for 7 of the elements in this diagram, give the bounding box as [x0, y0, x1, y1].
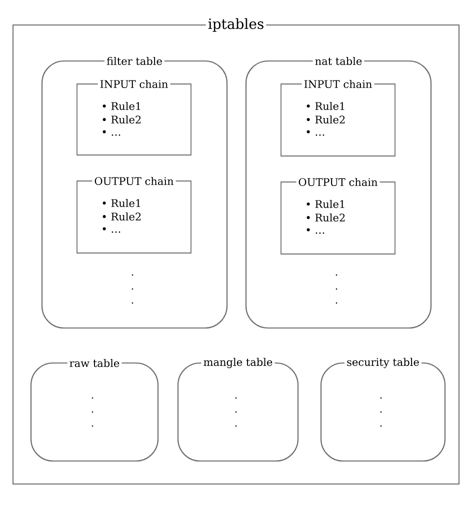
table-box: security table . . . — [320, 356, 446, 462]
chain-box: OUTPUT chain • Rule1 • Rule2 • … — [76, 174, 192, 254]
chain-box: INPUT chain • Rule1 • Rule2 • … — [76, 78, 192, 156]
chain-box: OUTPUT chain • Rule1 • Rule2 • … — [280, 176, 396, 254]
chain-box: INPUT chain • Rule1 • Rule2 • … — [280, 78, 396, 156]
table-box: raw table . . . — [30, 356, 159, 462]
table-box: mangle table . . . — [177, 356, 299, 462]
